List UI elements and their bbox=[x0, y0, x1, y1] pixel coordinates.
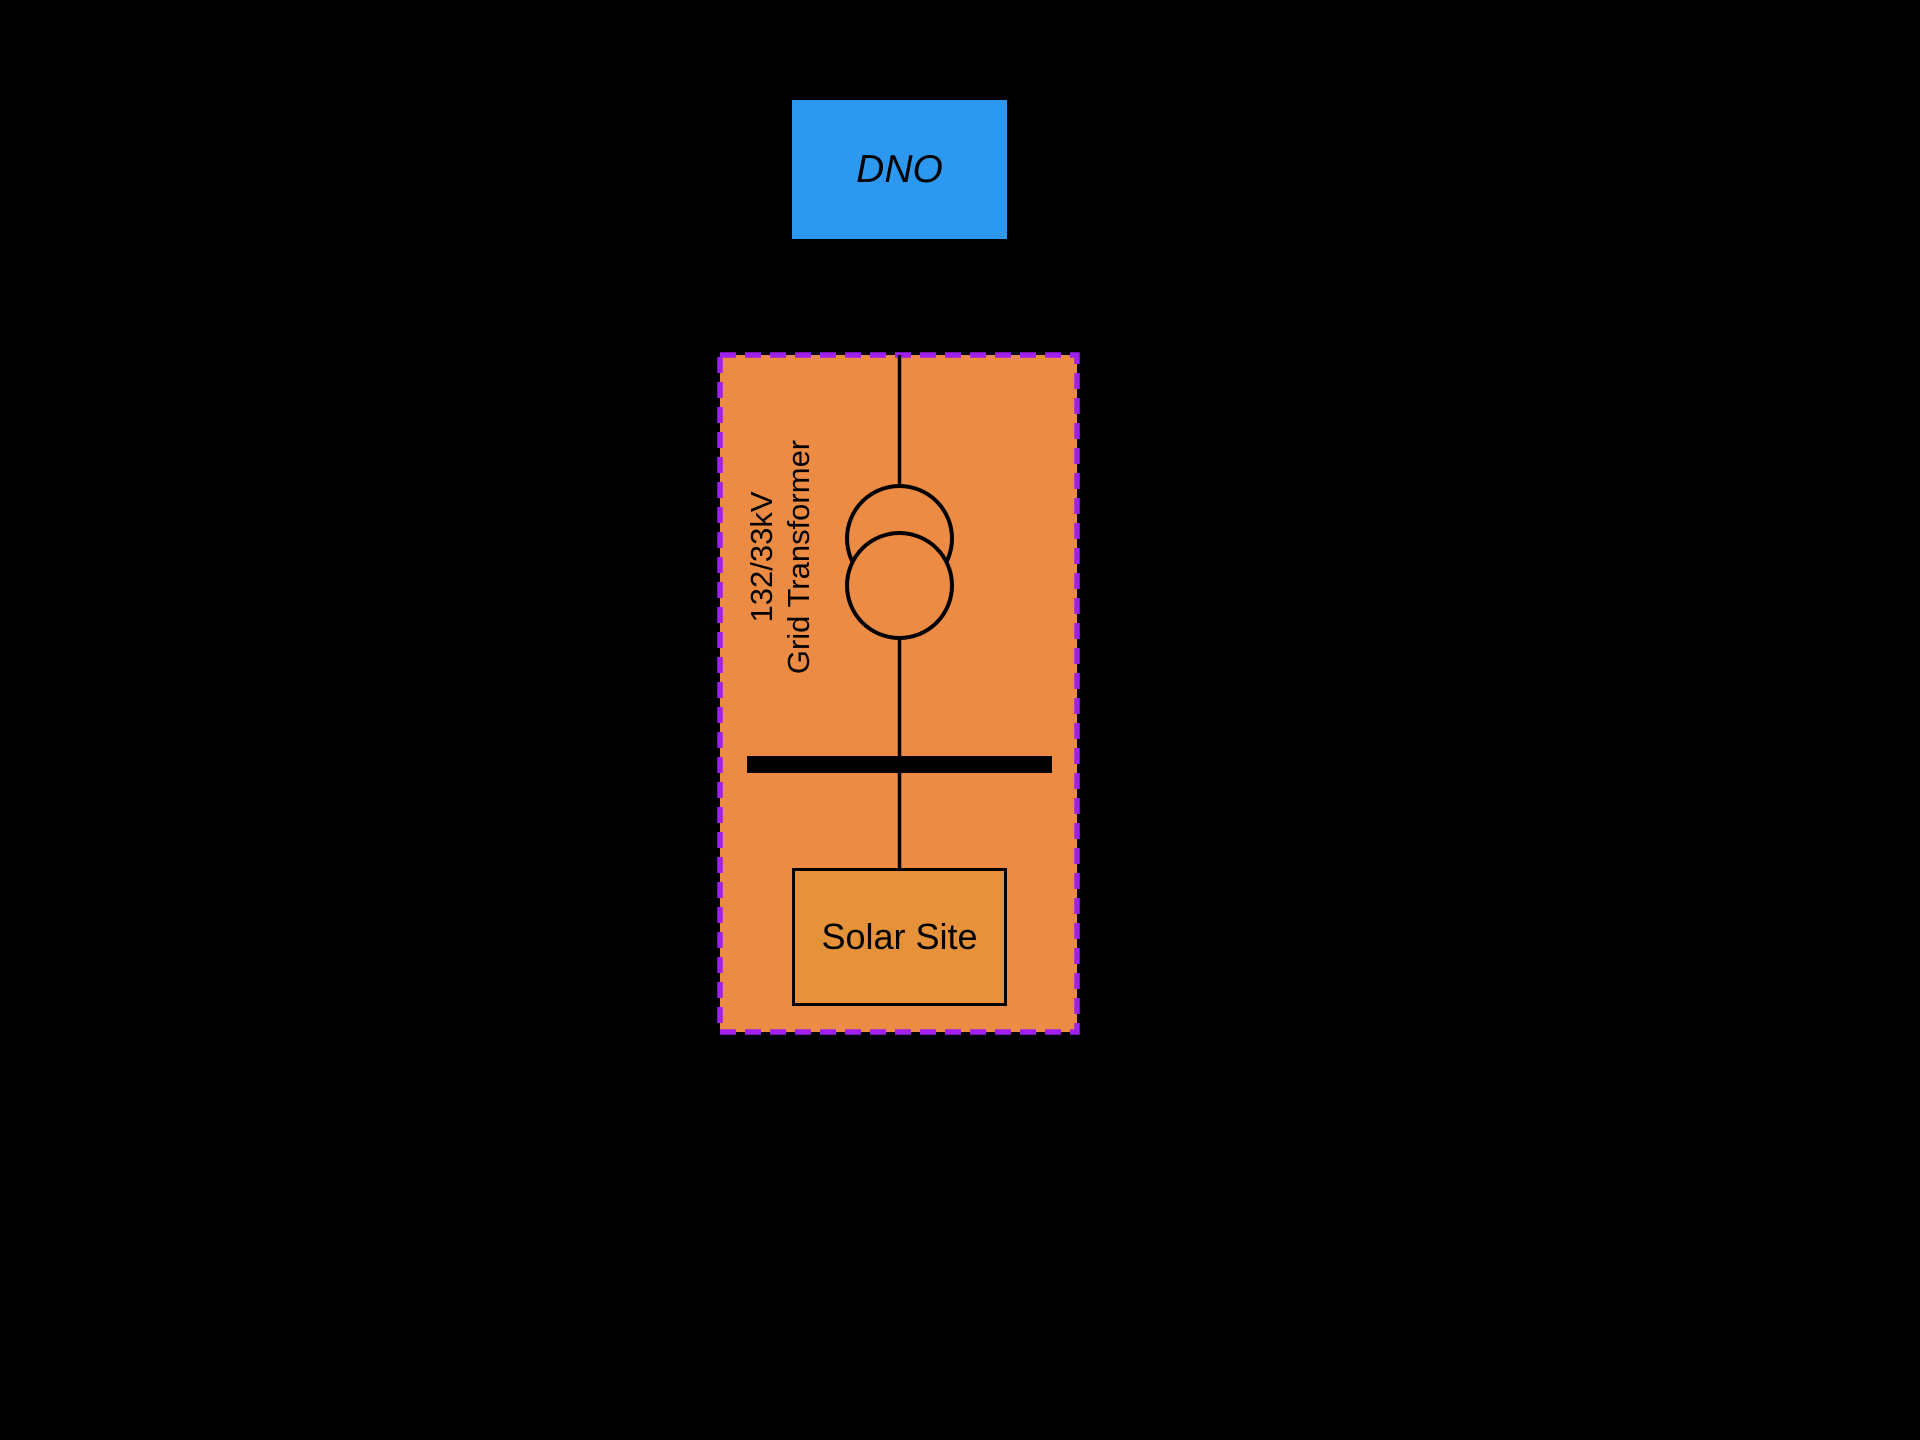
grid-transformer-label-line2: Grid Transformer bbox=[781, 439, 816, 675]
dno-node-label: DNO bbox=[856, 147, 943, 191]
grid-transformer-label-line1: 132/33kV bbox=[744, 491, 779, 623]
solar-site-node: Solar Site bbox=[792, 868, 1007, 1006]
busbar bbox=[747, 756, 1052, 773]
solar-site-node-label: Solar Site bbox=[821, 916, 978, 957]
transformer-secondary-circle bbox=[845, 531, 954, 640]
grid-transformer-label: 132/33kV Grid Transformer bbox=[743, 440, 817, 674]
dno-node: DNO bbox=[792, 100, 1007, 239]
